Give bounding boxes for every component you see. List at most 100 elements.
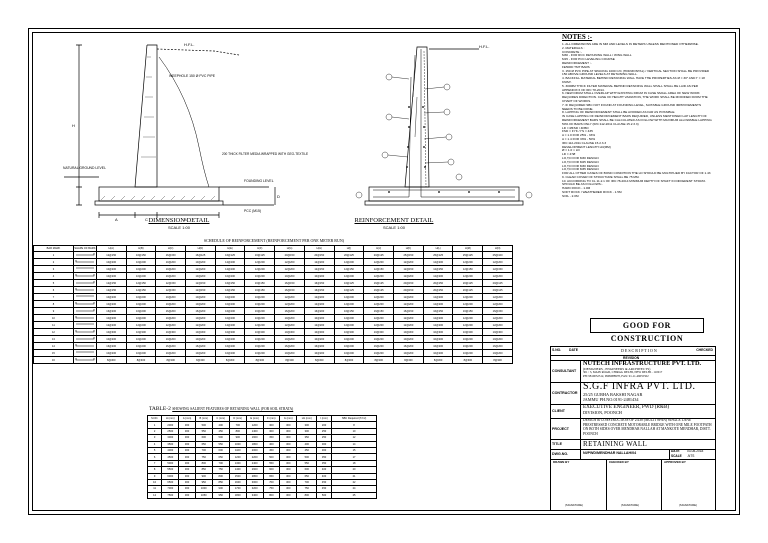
dim-b-label: B [184,217,187,222]
note-item: 10. ACCORDING TO CL 11.2.1 OF IRC:78-201… [562,178,706,187]
note-item: 9. CLEAR COVER OF STRUCTURE SHALL BE 75 … [562,174,640,179]
schedule-cell [72,342,97,350]
wall-base [98,186,220,202]
schedule-cell [72,258,97,266]
schedule-cell: 16@150 [244,286,276,294]
schedule-cell: 16@200 [303,342,335,350]
note-item: CONCRETE :- [562,49,583,54]
table2-cell: 6 [146,453,163,461]
schedule-cell: 12@200 [452,258,484,266]
table2-cell: 21 [331,472,377,480]
schedule-cell: 16@150 [214,279,246,287]
schedule-cell [72,279,97,287]
schedule-cell: 10@200 [274,335,305,343]
schedule-cell: 10@200 [452,349,484,357]
schedule-cell: 16@200 [303,307,335,315]
schedule-cell: 10@200 [244,272,276,280]
table2-cell: 2400 [245,459,264,468]
note-item: lo,t,d FOR M35 DESIGN [562,167,599,172]
table2-cell: 300 [279,453,298,461]
consultant-address: 301 / 3, MAIN ROAD, CHIRAG DELHI, NEW DE… [583,370,663,375]
table2-cell: 800 [262,491,281,500]
schedule-cell: 1 [33,251,74,259]
schedule-cell: 10@200 [244,349,276,357]
founding-level-label: FOUNDING LEVEL [244,179,274,183]
schedule-cell: 10@200 [214,314,246,322]
schedule-cell: 4 [33,272,74,280]
table2-cell: 3 [146,434,163,442]
schedule-cell [72,286,97,294]
schedule-cell: 10 [33,314,74,322]
schedule-cell [72,328,97,336]
schedule-cell: 16@200 [125,342,157,350]
schedule-cell: 8@300 [155,356,187,364]
bar-shape-icon [75,281,95,284]
schedule-cell: 10@200 [333,335,365,343]
schedule-cell: 10@200 [155,349,187,357]
schedule-cell: 12@150 [185,286,216,294]
title-block: S.NO. DATE D E S C R I P T I O N CHECKED… [550,346,716,511]
schedule-cell: 12@200 [422,314,454,322]
schedule-cell: 10@200 [155,314,187,322]
schedule-cell: 16@200 [333,342,365,350]
schedule-cell: 12@200 [482,272,513,280]
table2-cell: 3000 [245,478,264,487]
bar-shape-icon [75,323,94,325]
dim-a-label: A [115,217,118,222]
table2-cell: 250 [316,434,333,442]
table2-cell: 7000 [161,485,180,493]
bar-shape-icon [75,344,94,347]
table2-cell: 1500 [228,472,247,480]
schedule-cell: 12@200 [303,258,335,266]
schedule-cell: 12@200 [95,321,127,329]
bar-shape-icon [75,330,95,333]
consultant-name: NUTECH INFRASTRUCTURE PVT. LTD. [583,360,702,367]
contractor-address-2: JAMMU PH.NO.0191-2481434 [583,397,639,402]
schedule-cell: 10@200 [244,300,276,308]
bar-shape-icon [75,267,94,269]
schedule-cell: 12@200 [214,321,246,329]
table2-cell: 3400 [245,491,264,500]
schedule-cell: 12@200 [393,300,424,308]
note-item: α = 1.4 FOR 33% - 50% [562,136,596,141]
dim-c-label: C [145,217,148,222]
schedule-cell: 10@300 [422,328,454,336]
schedule-cell: 20@125 [363,251,395,259]
note-item: 4. BACKFILL MATERIAL BEHIND RETAINING WA… [562,76,705,84]
table2-header-cell: I (mm) [316,414,333,423]
table2-cell: 1800 [245,440,264,448]
schedule-cell: 16@125 [185,251,216,259]
schedule-cell: 12@200 [363,314,395,322]
schedule-cell: 16@150 [274,286,305,294]
table2-cell: 1600 [245,434,264,442]
table2-title: TABLE-2 [149,406,171,412]
table2-cell: 500 [316,491,333,500]
schedule-cell: 12@200 [214,265,246,273]
table2-cell: 350 [316,453,333,461]
table2-cell: 15 [331,446,377,455]
schedule-cell: 10@200 [125,300,157,308]
schedule-cell: 10@200 [125,293,157,301]
schedule-cell: 12@200 [452,300,484,308]
salient-features-table: S.NO.H (mm)A (mm)B (mm)C (mm)D (mm)E (mm… [146,414,377,500]
table2-header-cell: E (mm) [245,414,264,423]
table2-cell: 4500 [161,453,180,461]
schedule-cell: 16@200 [185,307,216,315]
table2-cell: 22 [331,478,377,487]
contractor-address-1: 25/25 GURHA BAKSHI NAGAR [583,392,643,397]
schedule-cell [72,321,97,329]
schedule-cell: 10@300 [95,328,127,336]
schedule-cell: 25@150 [393,251,424,259]
schedule-cell: 10@200 [363,349,395,357]
natural-ground-label: NATURAL GROUND LEVEL [63,166,106,170]
table2-cell: 6000 [161,472,180,480]
schedule-cell: 10@200 [214,300,246,308]
